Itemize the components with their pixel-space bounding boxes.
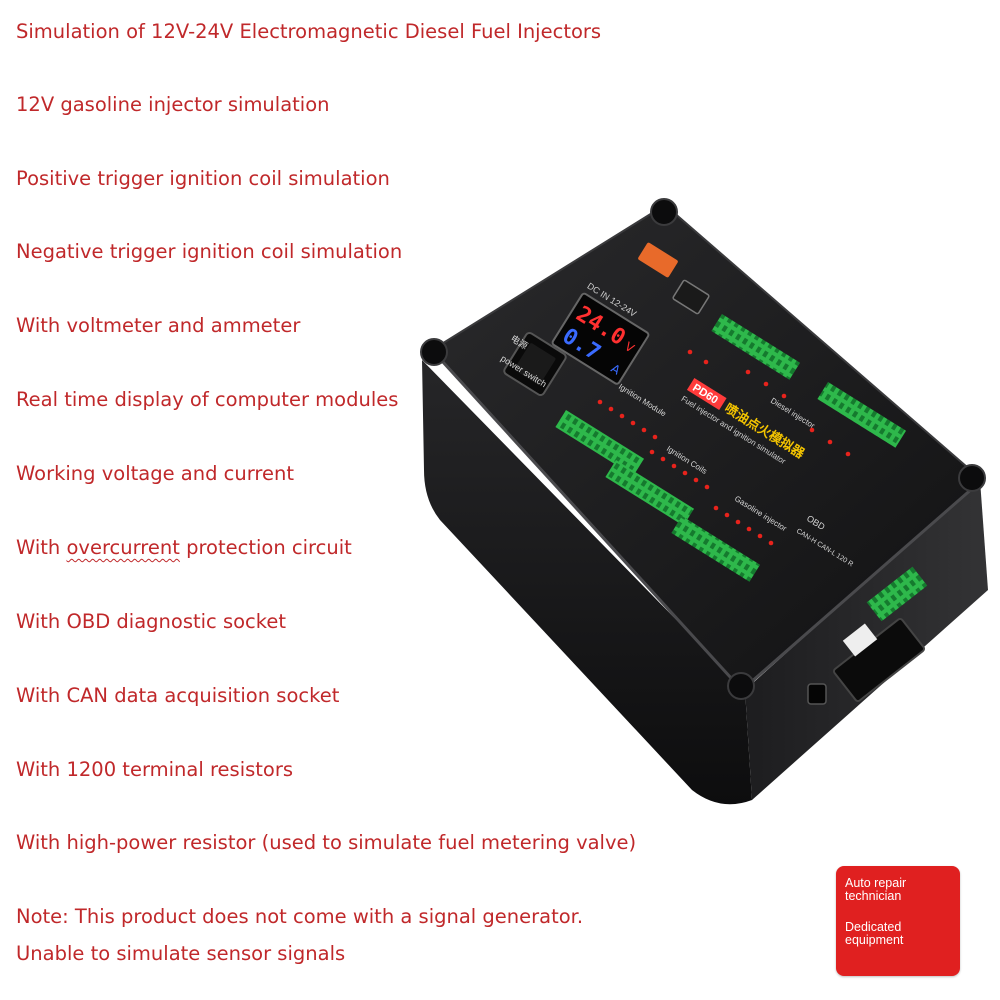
feature-terminal-resistors: With 1200 terminal resistors — [16, 758, 294, 781]
led-indicators — [597, 349, 851, 546]
feature-can-socket: With CAN data acquisition socket — [16, 684, 340, 707]
screw — [727, 672, 755, 700]
terminal-block-diesel-2 — [817, 382, 907, 448]
dc-jack — [807, 683, 827, 705]
can-terminal-connector — [866, 566, 928, 622]
feature-obd-socket: With OBD diagnostic socket — [16, 610, 287, 633]
feature-voltmeter-ammeter: With voltmeter and ammeter — [16, 314, 301, 337]
feature-realtime-display: Real time display of computer modules — [16, 388, 399, 411]
badge-line-1: Auto repair — [845, 876, 907, 890]
enclosure — [420, 198, 988, 805]
product-photo: power switch 电源 24.0 V 0.7 A DC IN 12-24… — [420, 198, 988, 805]
note-no-sensor-signals: Unable to simulate sensor signals — [16, 942, 346, 965]
feature-negative-trigger: Negative trigger ignition coil simulatio… — [16, 240, 403, 263]
note-no-signal-generator: Note: This product does not come with a … — [16, 905, 584, 928]
feature-overcurrent-prefix: With — [16, 536, 67, 559]
terminal-block-gasoline — [671, 516, 761, 582]
screw — [958, 464, 986, 492]
feature-diesel-injectors: Simulation of 12V-24V Electromagnetic Di… — [16, 20, 602, 43]
feature-overcurrent: With overcurrent protection circuit — [16, 536, 352, 560]
feature-gasoline-injector: 12V gasoline injector simulation — [16, 93, 330, 116]
terminal-blocks — [555, 313, 907, 582]
terminal-block-diesel-1 — [711, 313, 801, 380]
feature-working-voltage: Working voltage and current — [16, 462, 295, 485]
power-switch: power switch 电源 — [499, 331, 567, 397]
terminal-block-ignition-module — [555, 410, 645, 476]
badge-line-4: equipment — [845, 933, 904, 947]
screw — [650, 198, 678, 226]
obd-connector — [833, 617, 925, 703]
feature-overcurrent-suffix: protection circuit — [179, 536, 352, 559]
feature-positive-trigger: Positive trigger ignition coil simulatio… — [16, 167, 390, 190]
feature-high-power-resistor: With high-power resistor (used to simula… — [16, 831, 637, 854]
badge-line-3: Dedicated — [845, 920, 902, 934]
screw — [420, 338, 448, 366]
terminal-block-ignition-coil — [605, 459, 695, 526]
feature-overcurrent-word: overcurrent — [66, 536, 180, 559]
badge-line-2: technician — [845, 889, 902, 903]
input-connectors — [638, 242, 710, 315]
enclosure-front — [422, 360, 752, 805]
dedicated-equipment-badge: Auto repair technician Dedicated equipme… — [836, 866, 960, 976]
